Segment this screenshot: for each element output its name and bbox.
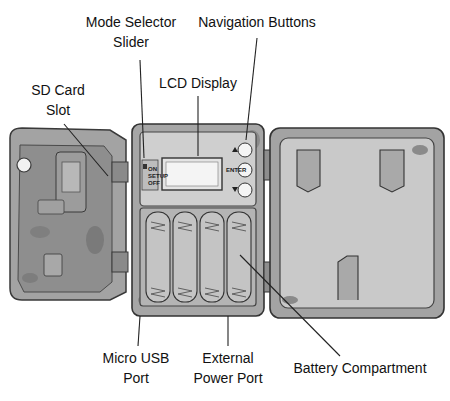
part-label: Battery Compartment [293,358,426,378]
part-label: Navigation Buttons [198,12,316,32]
switch-mark: SETUP [148,173,168,180]
switch-mark: OFF [148,180,160,187]
leader-lines [64,38,340,356]
button-mark: ENTER [226,167,246,174]
left-door [10,128,128,300]
part-label: Mode Selector Slider [81,12,181,52]
part-label: LCD Display [159,73,237,93]
right-door [270,128,444,318]
part-label: Micro USB Port [95,348,177,388]
part-label: SD Card Slot [27,80,89,120]
switch-mark: ON [148,166,157,173]
part-label: External Power Port [187,348,269,388]
main-body [132,124,272,316]
battery-tubes [146,212,251,302]
